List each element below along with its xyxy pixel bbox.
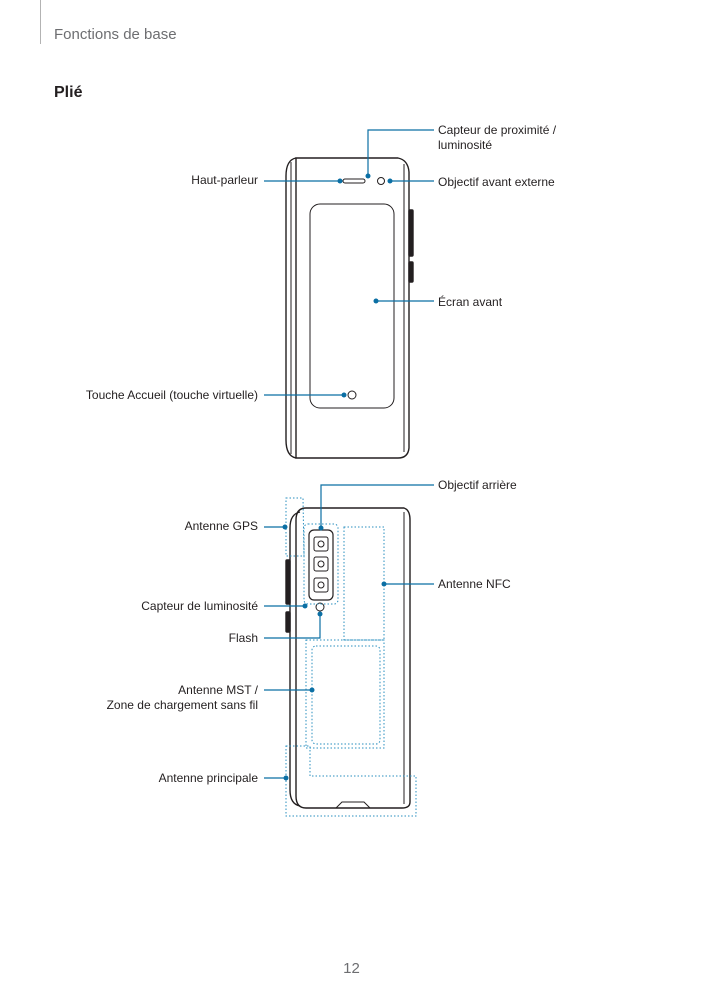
front-device: [285, 157, 414, 459]
label-flash: Flash: [228, 631, 258, 645]
label-light-sensor: Capteur de luminosité: [141, 599, 258, 613]
label-front-screen: Écran avant: [438, 295, 503, 309]
header-rule: [40, 0, 41, 44]
speaker-grille: [342, 178, 366, 184]
label-home-key: Touche Accueil (touche virtuelle): [85, 388, 258, 402]
home-key-icon: [347, 390, 357, 400]
page-number: 12: [343, 960, 360, 977]
rear-lenses: [313, 536, 329, 593]
label-nfc-antenna: Antenne NFC: [438, 577, 511, 591]
antenna-regions: [285, 497, 417, 817]
front-camera-lens: [377, 177, 385, 185]
back-device: [285, 507, 411, 809]
label-gps-antenna: Antenne GPS: [184, 519, 258, 533]
front-callout-dots: [337, 173, 393, 398]
back-callout-dots: [282, 524, 387, 781]
front-callouts: [264, 129, 434, 396]
front-screen: [309, 203, 395, 409]
label-front-camera: Objectif avant externe: [438, 175, 555, 189]
label-proximity-sensor-line2: luminosité: [438, 138, 493, 152]
header-title: Fonctions de base: [54, 26, 177, 43]
flash-lens: [315, 602, 325, 612]
back-callouts: [264, 484, 434, 779]
section-title: Plié: [54, 84, 83, 101]
label-main-antenna: Antenne principale: [158, 771, 258, 785]
label-mst-antenna: Antenne MST /: [178, 683, 258, 697]
label-mst-antenna-line2: Zone de chargement sans fil: [106, 698, 258, 712]
label-proximity-sensor: Capteur de proximité /: [438, 123, 557, 137]
label-rear-camera: Objectif arrière: [438, 478, 517, 492]
label-speaker: Haut-parleur: [191, 173, 258, 187]
